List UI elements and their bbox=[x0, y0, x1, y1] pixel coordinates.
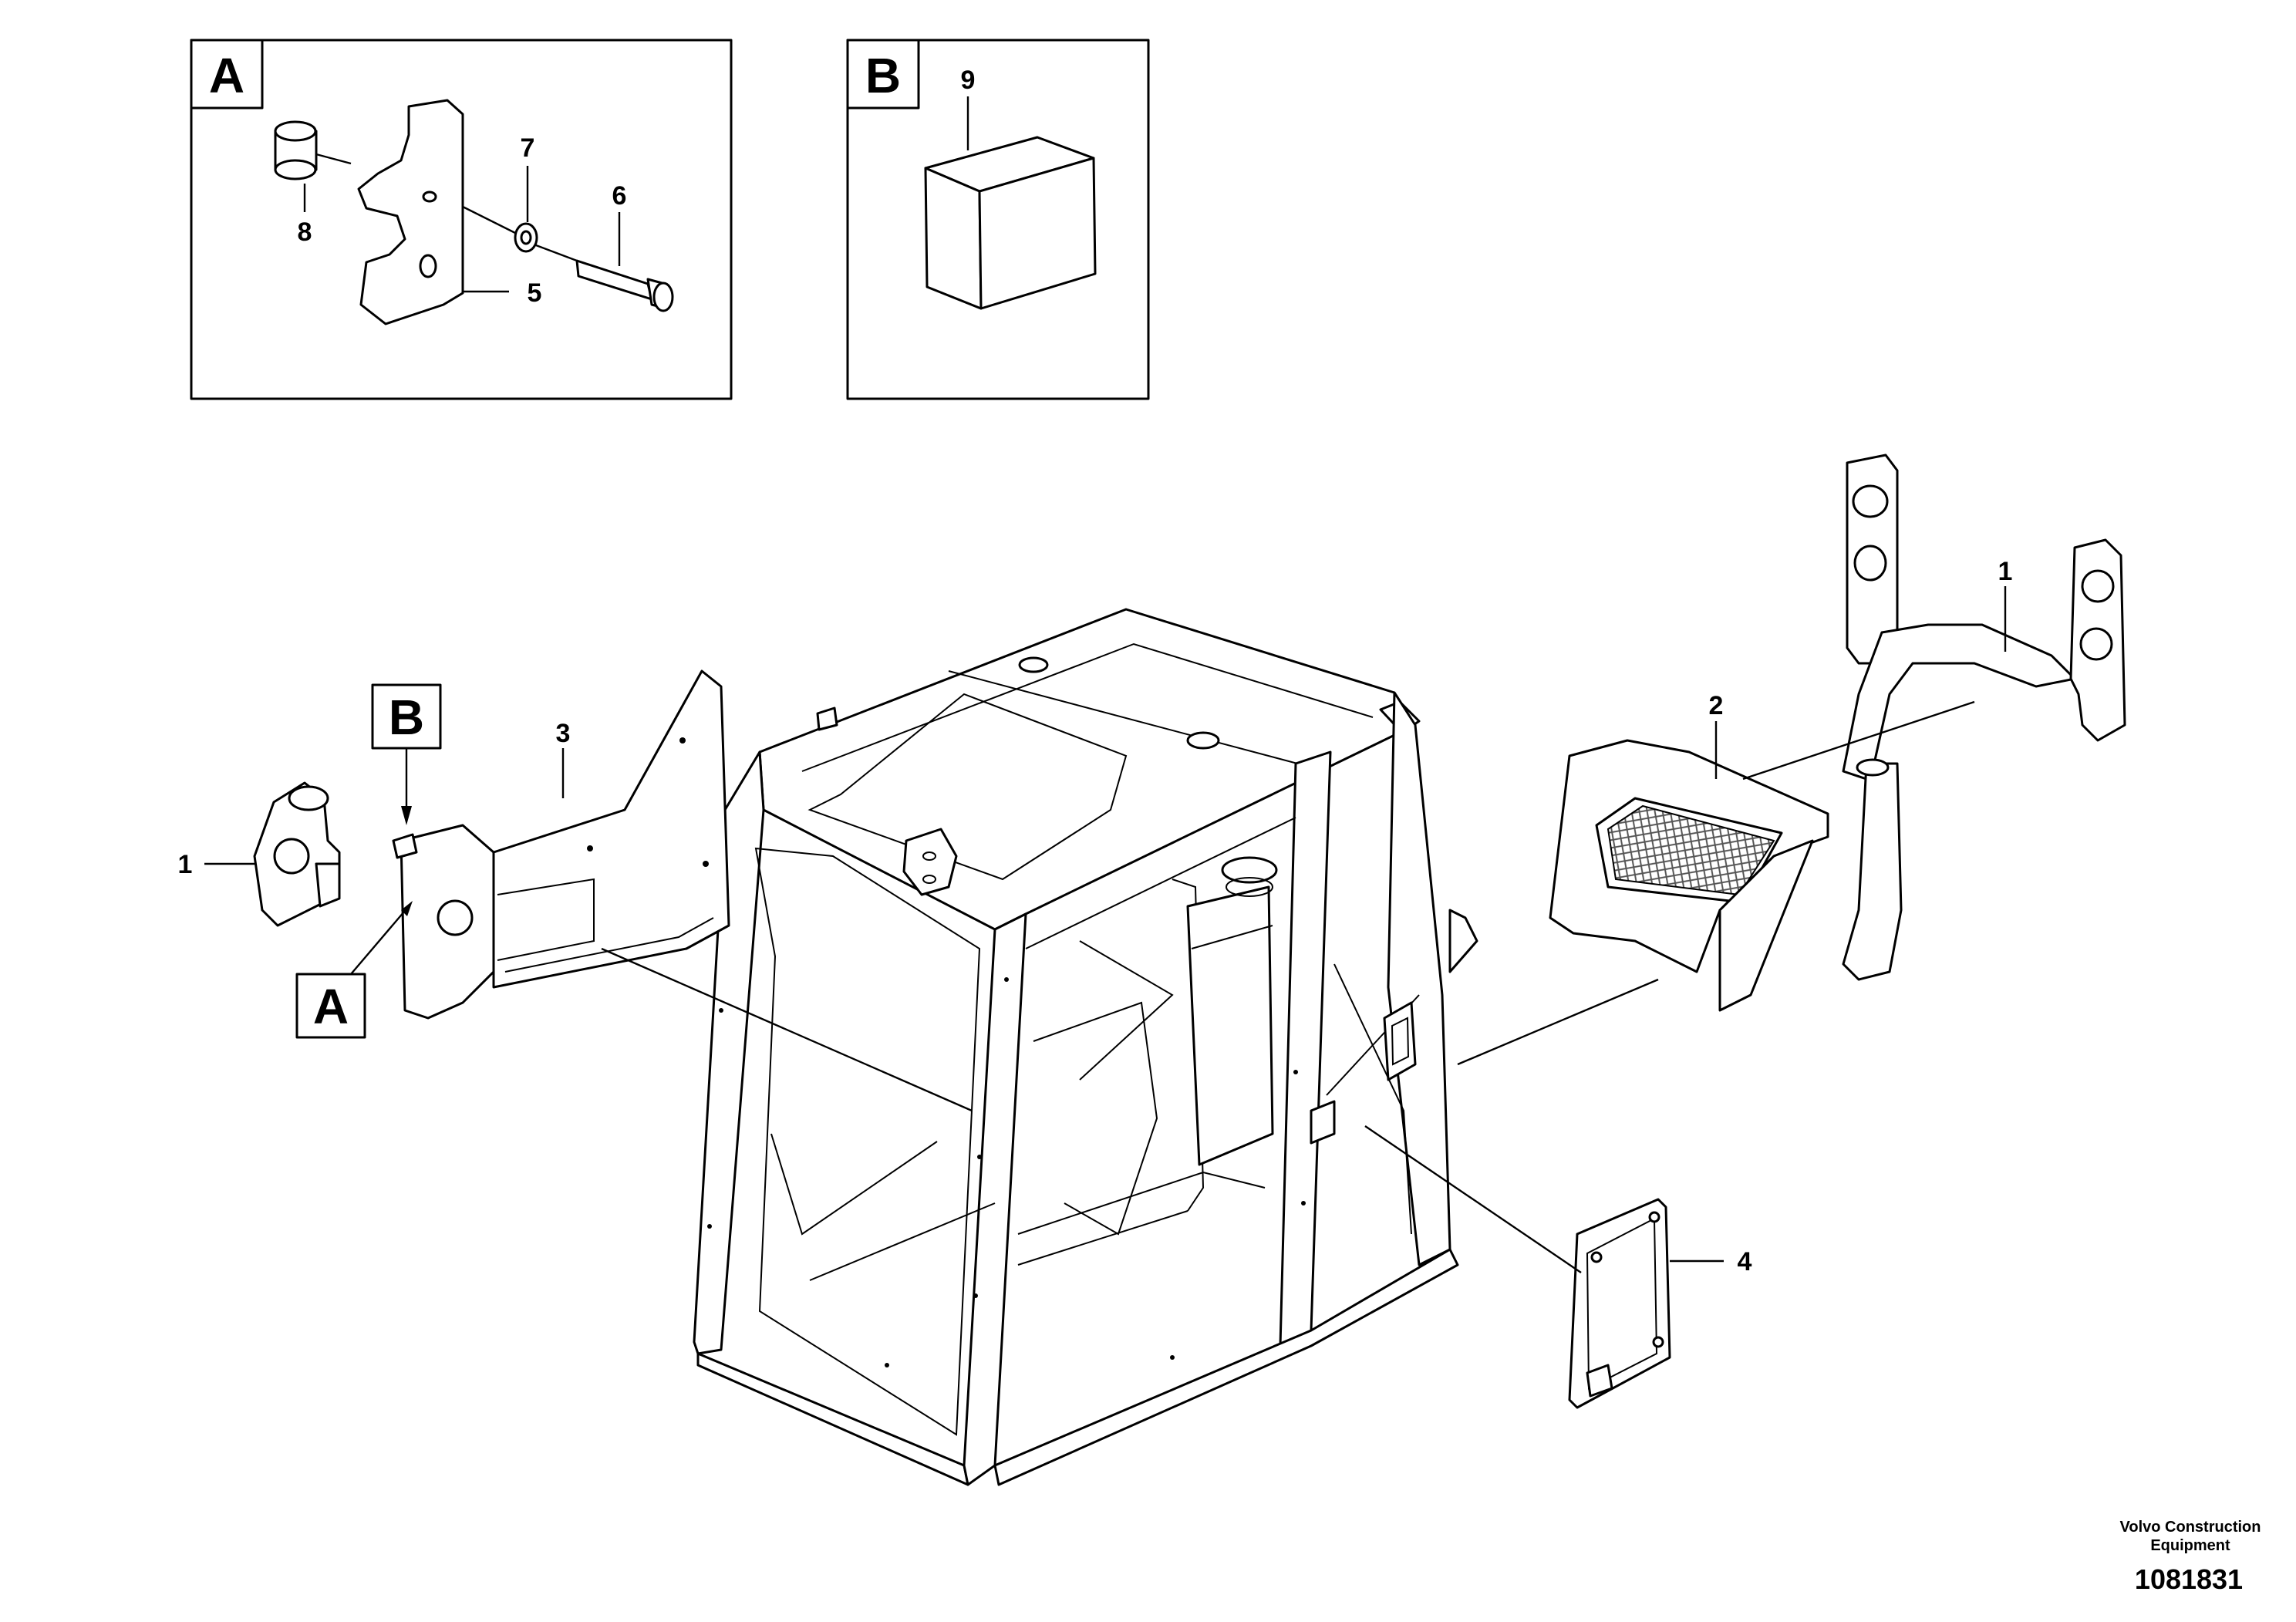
callout-7: 7 bbox=[521, 133, 535, 163]
reference-tag-a-label: A bbox=[313, 979, 349, 1034]
reference-tag-b: B bbox=[371, 683, 442, 825]
detail-view-a: A 8 7 6 5 bbox=[190, 39, 733, 400]
cover-plate-part-4: 4 bbox=[1568, 1198, 1752, 1409]
detail-view-b: B 9 bbox=[846, 39, 1150, 400]
bracket-plate-part-5 bbox=[357, 99, 464, 325]
drawing-number: 1081831 bbox=[2135, 1563, 2243, 1595]
callout-3: 3 bbox=[556, 719, 571, 748]
assembly-lines bbox=[601, 700, 1975, 1273]
reference-tag-b-label: B bbox=[389, 690, 424, 745]
detail-b-label: B bbox=[865, 48, 901, 103]
footer-company-line2: Equipment bbox=[2150, 1537, 2230, 1554]
callout-1-right: 1 bbox=[1998, 557, 2013, 586]
cab-frame bbox=[693, 608, 1478, 1486]
callout-9: 9 bbox=[961, 66, 976, 95]
callout-5: 5 bbox=[528, 278, 542, 308]
callout-6: 6 bbox=[612, 181, 627, 211]
callout-2: 2 bbox=[1709, 691, 1724, 720]
callout-4: 4 bbox=[1738, 1247, 1752, 1276]
block-part-9 bbox=[924, 136, 1097, 310]
washer-part-7 bbox=[514, 222, 538, 253]
trim-panel-part-3: 3 bbox=[392, 669, 730, 1020]
bushing-part-8 bbox=[274, 120, 318, 180]
right-duct-part-1: 1 bbox=[1842, 454, 2126, 981]
left-duct-part-1: 1 bbox=[178, 781, 341, 927]
detail-a-label: A bbox=[209, 48, 244, 103]
screw-part-6 bbox=[575, 259, 674, 312]
callout-1-left: 1 bbox=[178, 850, 193, 879]
callout-8: 8 bbox=[298, 218, 312, 247]
reference-tag-a: A bbox=[295, 901, 413, 1039]
footer: Volvo Construction Equipment 1081831 bbox=[2120, 1519, 2261, 1595]
footer-company-line1: Volvo Construction bbox=[2120, 1519, 2261, 1536]
air-filter-panel-part-2: 2 bbox=[1549, 691, 1829, 1012]
